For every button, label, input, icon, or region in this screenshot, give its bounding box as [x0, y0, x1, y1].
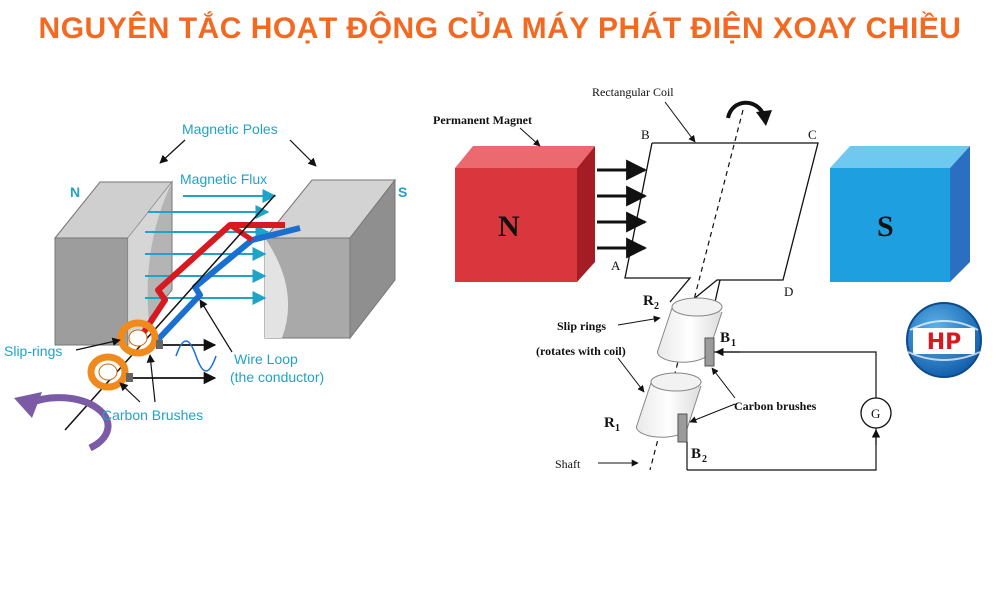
brush-b1 [704, 337, 715, 367]
right-generator-diagram: Rectangular Coil Permanent Magnet N S A … [433, 85, 970, 471]
page-title: NGUYÊN TẮC HOẠT ĐỘNG CỦA MÁY PHÁT ĐIỆN X… [38, 12, 962, 45]
label-shaft: Shaft [555, 457, 581, 471]
label-magnetic-poles: Magnetic Poles [182, 121, 278, 137]
label-b2-sub: 2 [702, 454, 707, 465]
corner-a: A [611, 258, 621, 273]
label-b1-sub: 1 [731, 338, 736, 349]
label-the-conductor: (the conductor) [230, 369, 324, 385]
circuit-top [714, 351, 877, 398]
label-r1-sub: 1 [615, 423, 620, 434]
coil-left [624, 142, 692, 303]
label-rectangular-coil: Rectangular Coil [592, 85, 674, 99]
label-slip-rings-right: Slip rings [557, 319, 606, 333]
corner-d: D [784, 284, 793, 299]
label-galvanometer: G [871, 406, 880, 421]
label-carbon-brushes-left: Carbon Brushes [102, 407, 203, 423]
left-brush-leads [133, 338, 217, 385]
circuit-bottom [687, 428, 877, 471]
label-r2-sub: 2 [654, 301, 659, 312]
label-rotates-with-coil: (rotates with coil) [536, 344, 626, 358]
label-b2: B [691, 446, 701, 462]
left-slip-rings [87, 319, 163, 391]
hp-logo: HP [906, 302, 982, 378]
sine-wave-icon [175, 340, 217, 372]
south-magnet [830, 146, 970, 282]
label-pole-s: S [398, 184, 407, 200]
galvanometer [860, 397, 892, 429]
logo-text: HP [927, 330, 962, 355]
corner-c: C [808, 127, 817, 142]
north-pole-block [53, 180, 174, 347]
corner-b: B [641, 127, 650, 142]
label-b1: B [720, 330, 730, 346]
label-magnetic-flux: Magnetic Flux [180, 171, 267, 187]
curved-arrow-icon [726, 100, 772, 126]
label-wire-loop: Wire Loop [234, 351, 298, 367]
rotation-arrow-icon [14, 392, 112, 452]
label-slip-rings: Slip-rings [4, 343, 62, 359]
magnet-n-letter: N [498, 210, 520, 243]
brush-b2 [677, 413, 688, 443]
label-permanent-magnet: Permanent Magnet [433, 113, 532, 127]
magnet-s-letter: S [877, 210, 894, 243]
left-shaft-line [64, 194, 276, 431]
right-slip-rings [636, 297, 723, 438]
label-carbon-brushes-right: Carbon brushes [734, 399, 817, 413]
south-pole-block [263, 178, 397, 340]
left-generator-diagram: N S Magnetic Poles Magnetic Flux Slip-ri… [4, 121, 407, 452]
north-magnet [455, 146, 595, 282]
label-pole-n: N [70, 184, 80, 200]
label-r1: R [604, 415, 615, 431]
label-r2: R [643, 293, 654, 309]
